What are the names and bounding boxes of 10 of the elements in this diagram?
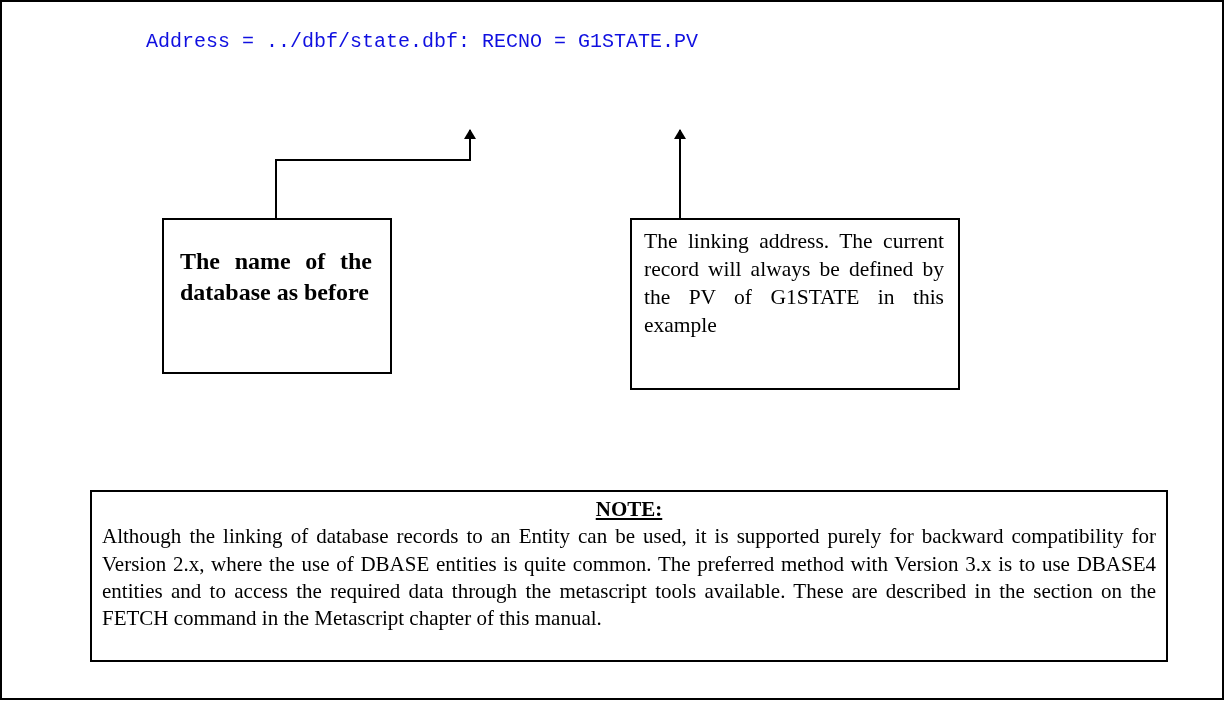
- leader-arrow: [674, 129, 686, 219]
- callout-text: The name of the database as before: [180, 247, 372, 308]
- note-text: Although the linking of database records to an Entity can be used, it is supported purely for backward compatibility for Version 2.x, where the use of DBASE entities is quite common. The preferred method with Version 3.x is to use DBASE4 entities and to access the required data through the metascript tools available. These are described in the section on the FETCH command in the Metascript chapter of this manual.: [102, 523, 1156, 633]
- note-box: [90, 490, 1168, 662]
- callout-box: [630, 218, 960, 390]
- code-text: Address = ../dbf/state.dbf: RECNO = G1STATE.PV: [146, 30, 700, 53]
- note-heading: NOTE:: [594, 496, 664, 523]
- callout-box: [162, 218, 392, 374]
- leader-arrow: [275, 129, 476, 219]
- callout-text: The linking address. The current record will always be defined by the PV of G1STATE in this example: [644, 228, 944, 339]
